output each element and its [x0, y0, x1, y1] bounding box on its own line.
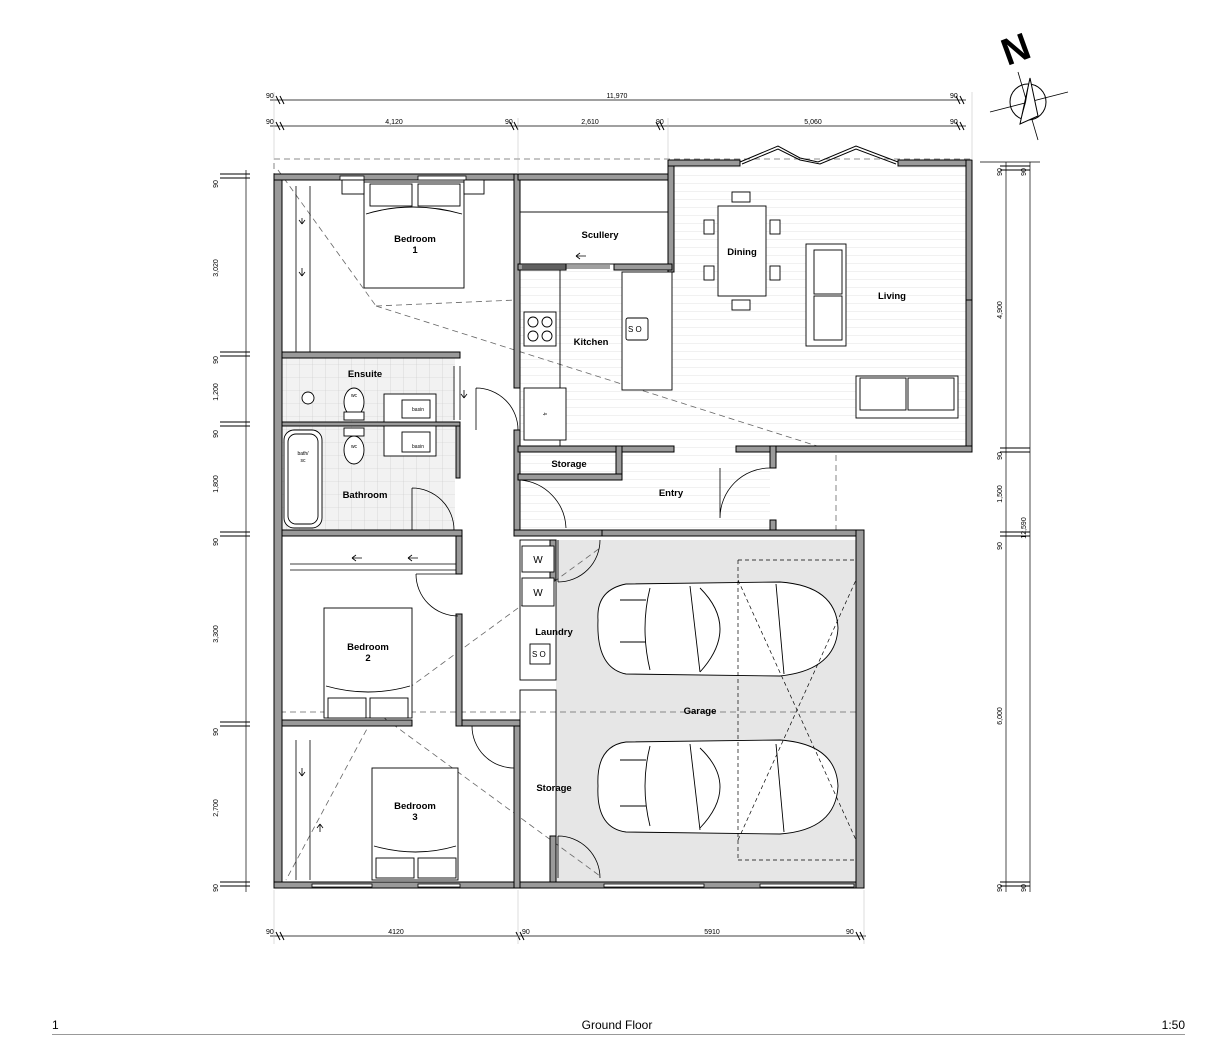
drawing-title: Ground Floor	[581, 1018, 653, 1032]
dim-top-overall-0: 90	[266, 93, 274, 100]
dim-top-part-0: 90	[266, 119, 274, 126]
dim-top-part-6: 90	[950, 119, 958, 126]
dim-left-9: 2,700	[213, 799, 220, 817]
dim-left-6: 90	[213, 538, 220, 546]
fridge-label: fr	[543, 412, 549, 415]
bifold-door	[739, 145, 899, 165]
entry-label: Entry	[659, 488, 684, 499]
bath-label: bath/sc	[297, 451, 309, 464]
north-letter: N	[996, 26, 1036, 75]
bathroom-label: Bathroom	[343, 490, 388, 501]
walls	[273, 159, 973, 889]
north-arrow: N	[989, 26, 1069, 141]
dim-left-8: 90	[213, 728, 220, 736]
dim-right-overall-1: 12,590	[1021, 517, 1028, 539]
dim-top-overall-2: 90	[950, 93, 958, 100]
kitchen-sink	[625, 317, 649, 341]
sliding-doors	[290, 186, 610, 880]
dim-right-1: 4,900	[997, 301, 1004, 319]
fixture-labels: wc wc basin basin bath/sc fr S O S O W W	[297, 325, 641, 659]
laundry-sink	[529, 643, 551, 665]
basin-label-1: basin	[412, 407, 424, 413]
dimension-text: 90 11,970 90 90 4,120 90 2,610 90 5,060 …	[213, 93, 1028, 936]
scullery-label: Scullery	[582, 230, 620, 241]
dim-right-6: 90	[997, 884, 1004, 892]
living-label: Living	[878, 291, 906, 302]
garage-door-tracks	[737, 559, 857, 861]
drawing-scale: 1:50	[1161, 1018, 1185, 1032]
dim-bottom-0: 90	[266, 929, 274, 936]
dim-left-0: 90	[213, 180, 220, 188]
garage-label: Garage	[684, 706, 717, 717]
dim-right-0: 90	[997, 168, 1004, 176]
washer-2	[521, 577, 555, 607]
washer-label-2: W	[533, 588, 543, 599]
dim-top-part-4: 90	[656, 119, 664, 126]
cooktop	[523, 311, 557, 347]
dim-ticks	[220, 95, 1030, 941]
shower	[301, 391, 315, 405]
dim-right-overall-0: 90	[1021, 168, 1028, 176]
doors	[411, 387, 771, 879]
dim-bottom-3: 5910	[704, 929, 720, 936]
furniture	[283, 179, 959, 883]
wc-label-2: wc	[351, 444, 358, 450]
basin-label-2: basin	[412, 444, 424, 450]
dim-left-7: 3,300	[213, 625, 220, 643]
dim-right-2: 90	[997, 452, 1004, 460]
dimension-lines	[220, 92, 1040, 944]
dim-left-2: 90	[213, 356, 220, 364]
kitchen-sink-label: S O	[628, 325, 642, 334]
dim-top-part-5: 5,060	[804, 119, 822, 126]
sheet-number: 1	[52, 1018, 59, 1032]
dim-left-5: 1,800	[213, 475, 220, 493]
dim-left-3: 1,200	[213, 383, 220, 401]
washer-label-1: W	[533, 555, 543, 566]
dim-left-10: 90	[213, 884, 220, 892]
washer-1	[521, 545, 555, 573]
compass-icon	[989, 71, 1069, 141]
dim-bottom-4: 90	[846, 929, 854, 936]
storage-large-label: Storage	[536, 783, 571, 794]
dim-top-overall-1: 11,970	[607, 93, 628, 100]
dim-right-3: 1,500	[997, 485, 1004, 503]
wc-bathroom	[343, 435, 365, 465]
car-2	[597, 739, 839, 835]
laundry-label: Laundry	[535, 627, 573, 638]
ensuite-label: Ensuite	[348, 369, 382, 380]
dim-top-part-3: 2,610	[581, 119, 599, 126]
dim-left-4: 90	[213, 430, 220, 438]
car-1	[597, 581, 839, 677]
windows	[311, 175, 855, 888]
dim-top-part-1: 4,120	[385, 119, 403, 126]
dining-table	[717, 205, 767, 297]
dim-left-1: 3,020	[213, 259, 220, 277]
kitchen-label: Kitchen	[574, 337, 609, 348]
dim-right-4: 90	[997, 542, 1004, 550]
dim-bottom-2: 90	[522, 929, 530, 936]
dim-right-5: 6,000	[997, 707, 1004, 725]
dim-bottom-1: 4120	[388, 929, 404, 936]
laundry-sink-label: S O	[532, 650, 546, 659]
footer-rule	[52, 1034, 1185, 1035]
fridge	[523, 387, 567, 441]
dim-extensions	[273, 92, 973, 944]
storage-small-label: Storage	[551, 459, 586, 470]
entry-floor	[520, 446, 770, 530]
wc-label-1: wc	[351, 393, 358, 399]
dim-right-overall-2: 90	[1021, 884, 1028, 892]
dim-top-part-2: 90	[505, 119, 513, 126]
dining-label: Dining	[727, 247, 757, 258]
